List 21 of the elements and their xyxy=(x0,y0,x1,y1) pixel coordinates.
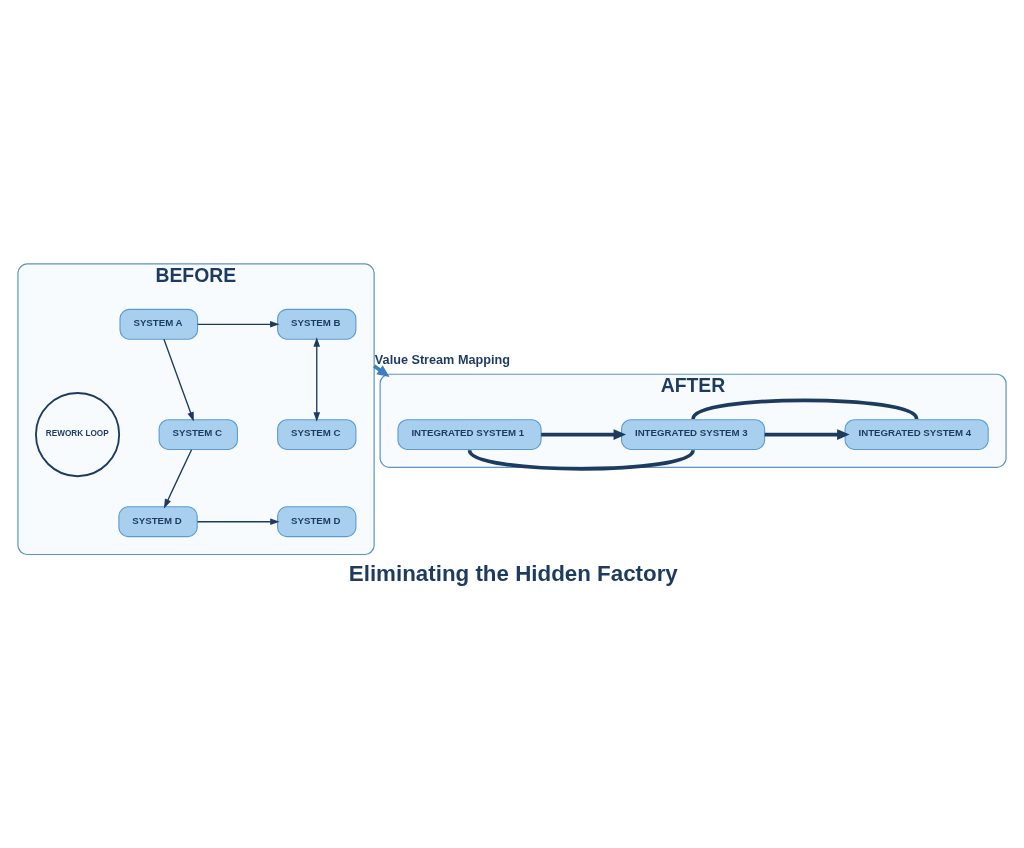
arrow xyxy=(541,428,626,440)
arrow xyxy=(196,517,280,525)
node-box: INTEGRATED SYSTEM 3 xyxy=(621,418,766,450)
node-box: SYSTEM D xyxy=(118,505,198,537)
node-box: SYSTEM C xyxy=(277,418,357,450)
node-box: SYSTEM B xyxy=(277,308,357,340)
node-box: INTEGRATED SYSTEM 1 xyxy=(397,418,542,450)
connector xyxy=(691,397,919,420)
arrow xyxy=(197,320,280,328)
arrow xyxy=(764,428,850,440)
arrow xyxy=(163,338,194,421)
node-box: INTEGRATED SYSTEM 4 xyxy=(844,418,989,450)
edge-label: Value Stream Mapping xyxy=(374,352,510,366)
arrow xyxy=(163,448,193,508)
node-circle: REWORK LOOP xyxy=(35,391,121,477)
node-box: SYSTEM C xyxy=(158,418,238,450)
arrow xyxy=(313,336,321,422)
diagram-title: Eliminating the Hidden Factory xyxy=(348,560,678,586)
node-box: SYSTEM D xyxy=(277,505,357,537)
node-box: SYSTEM A xyxy=(119,308,199,340)
connector xyxy=(468,448,695,471)
